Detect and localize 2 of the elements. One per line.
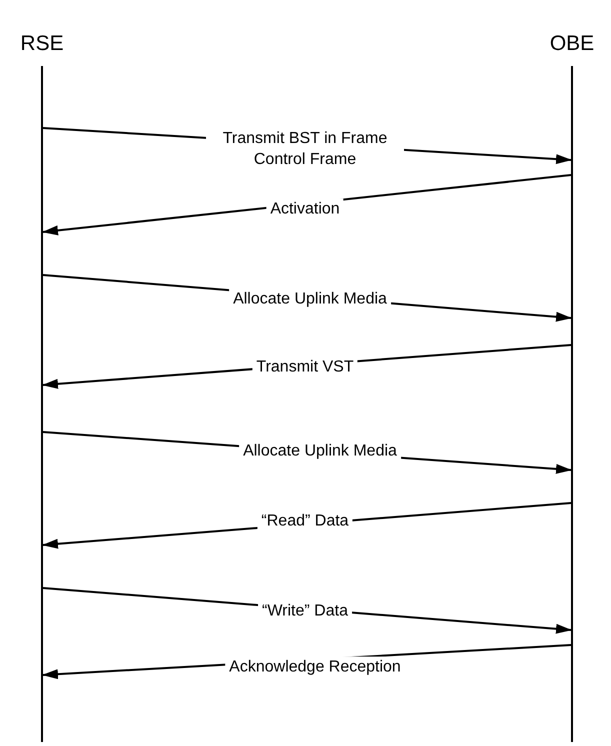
participant-label: OBE — [548, 32, 596, 56]
participant-label: RSE — [19, 32, 65, 56]
